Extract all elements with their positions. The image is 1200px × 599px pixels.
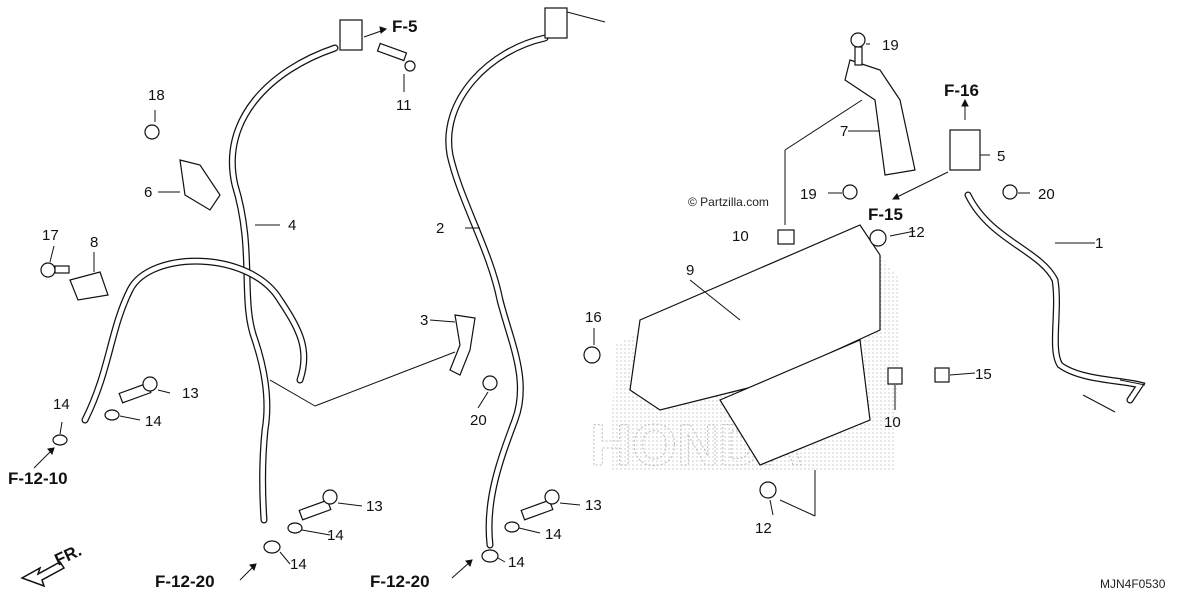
- brake-hose-2[interactable]: [445, 34, 549, 549]
- callout-9: 9: [686, 262, 694, 279]
- bolt-18[interactable]: [144, 124, 160, 140]
- bolt-19b[interactable]: [842, 184, 858, 200]
- callout-10a: 10: [732, 228, 749, 245]
- drawing-code: MJN4F0530: [1100, 577, 1166, 591]
- callout-17: 17: [42, 227, 59, 244]
- brake-pipe-1[interactable]: [964, 191, 1146, 404]
- washer-14e[interactable]: [504, 521, 520, 533]
- callout-14c: 14: [327, 527, 344, 544]
- callout-11: 11: [396, 97, 412, 114]
- washer-14a[interactable]: [104, 409, 120, 421]
- callout-13c: 13: [585, 497, 602, 514]
- callout-18: 18: [148, 87, 165, 104]
- callout-19a: 19: [882, 37, 899, 54]
- brake-hose-4[interactable]: [228, 44, 339, 524]
- callout-15: 15: [975, 366, 992, 383]
- ref-f15: F-15: [868, 205, 903, 224]
- callout-5: 5: [997, 148, 1005, 165]
- washer-14c[interactable]: [287, 522, 303, 534]
- callout-14d: 14: [290, 556, 307, 573]
- brake-hose-left-loop[interactable]: [81, 257, 308, 424]
- bolt-19a[interactable]: [850, 32, 866, 66]
- callout-2: 2: [436, 220, 444, 237]
- ref-f12-20-left: F-12-20: [155, 572, 215, 591]
- callout-14f: 14: [508, 554, 525, 571]
- callout-8: 8: [90, 234, 98, 251]
- ref-arrows: [33, 26, 969, 581]
- ref-f12-20-right: F-12-20: [370, 572, 430, 591]
- bracket-7[interactable]: [844, 59, 916, 176]
- three-way-joint-5[interactable]: [949, 129, 981, 171]
- callout-16: 16: [585, 309, 602, 326]
- callout-20b: 20: [1038, 186, 1055, 203]
- washer-14f[interactable]: [481, 549, 499, 563]
- bolt-17[interactable]: [40, 262, 70, 278]
- bolt-12a[interactable]: [869, 229, 887, 247]
- clamp-6[interactable]: [179, 159, 221, 211]
- leader-lines: [49, 43, 1146, 565]
- ref-f16: F-16: [944, 81, 979, 100]
- callout-13b: 13: [366, 498, 383, 515]
- bolt-12b[interactable]: [759, 481, 777, 499]
- clamp-8[interactable]: [69, 271, 109, 301]
- bolt-13c[interactable]: [520, 489, 560, 521]
- callout-14a: 14: [145, 413, 162, 430]
- callout-3: 3: [420, 312, 428, 329]
- modulator-bracket[interactable]: [719, 339, 871, 466]
- front-direction-marker: FR.: [20, 541, 85, 588]
- callout-14e: 14: [545, 526, 562, 543]
- callout-4: 4: [288, 217, 296, 234]
- cap-15[interactable]: [934, 367, 950, 383]
- callout-13a: 13: [182, 385, 199, 402]
- bolt-16[interactable]: [583, 346, 601, 364]
- callout-12a: 12: [908, 224, 925, 241]
- bolt-20a[interactable]: [482, 375, 498, 391]
- callout-6: 6: [144, 184, 152, 201]
- callout-14b: 14: [53, 396, 70, 413]
- bolt-11[interactable]: [376, 42, 416, 72]
- bolt-13b[interactable]: [298, 489, 338, 521]
- bolt-20b[interactable]: [1002, 184, 1018, 200]
- bolt-13a[interactable]: [118, 376, 158, 404]
- nut-10a[interactable]: [777, 229, 795, 245]
- stay-3[interactable]: [449, 314, 476, 376]
- watermark-text: © Partzilla.com: [688, 195, 769, 209]
- washer-14d[interactable]: [263, 540, 281, 554]
- hose-extension-line: [566, 11, 606, 23]
- joint-block-center[interactable]: [544, 7, 568, 39]
- callout-19b: 19: [800, 186, 817, 203]
- joint-block-left[interactable]: [339, 19, 363, 51]
- nut-10b[interactable]: [887, 367, 903, 385]
- callout-1: 1: [1095, 235, 1103, 252]
- callout-12b: 12: [755, 520, 772, 537]
- ref-f12-10: F-12-10: [8, 469, 68, 488]
- callout-7: 7: [840, 123, 848, 140]
- callout-10b: 10: [884, 414, 901, 431]
- washer-14b[interactable]: [52, 434, 68, 446]
- ref-f5: F-5: [392, 17, 418, 36]
- callout-20a: 20: [470, 412, 487, 429]
